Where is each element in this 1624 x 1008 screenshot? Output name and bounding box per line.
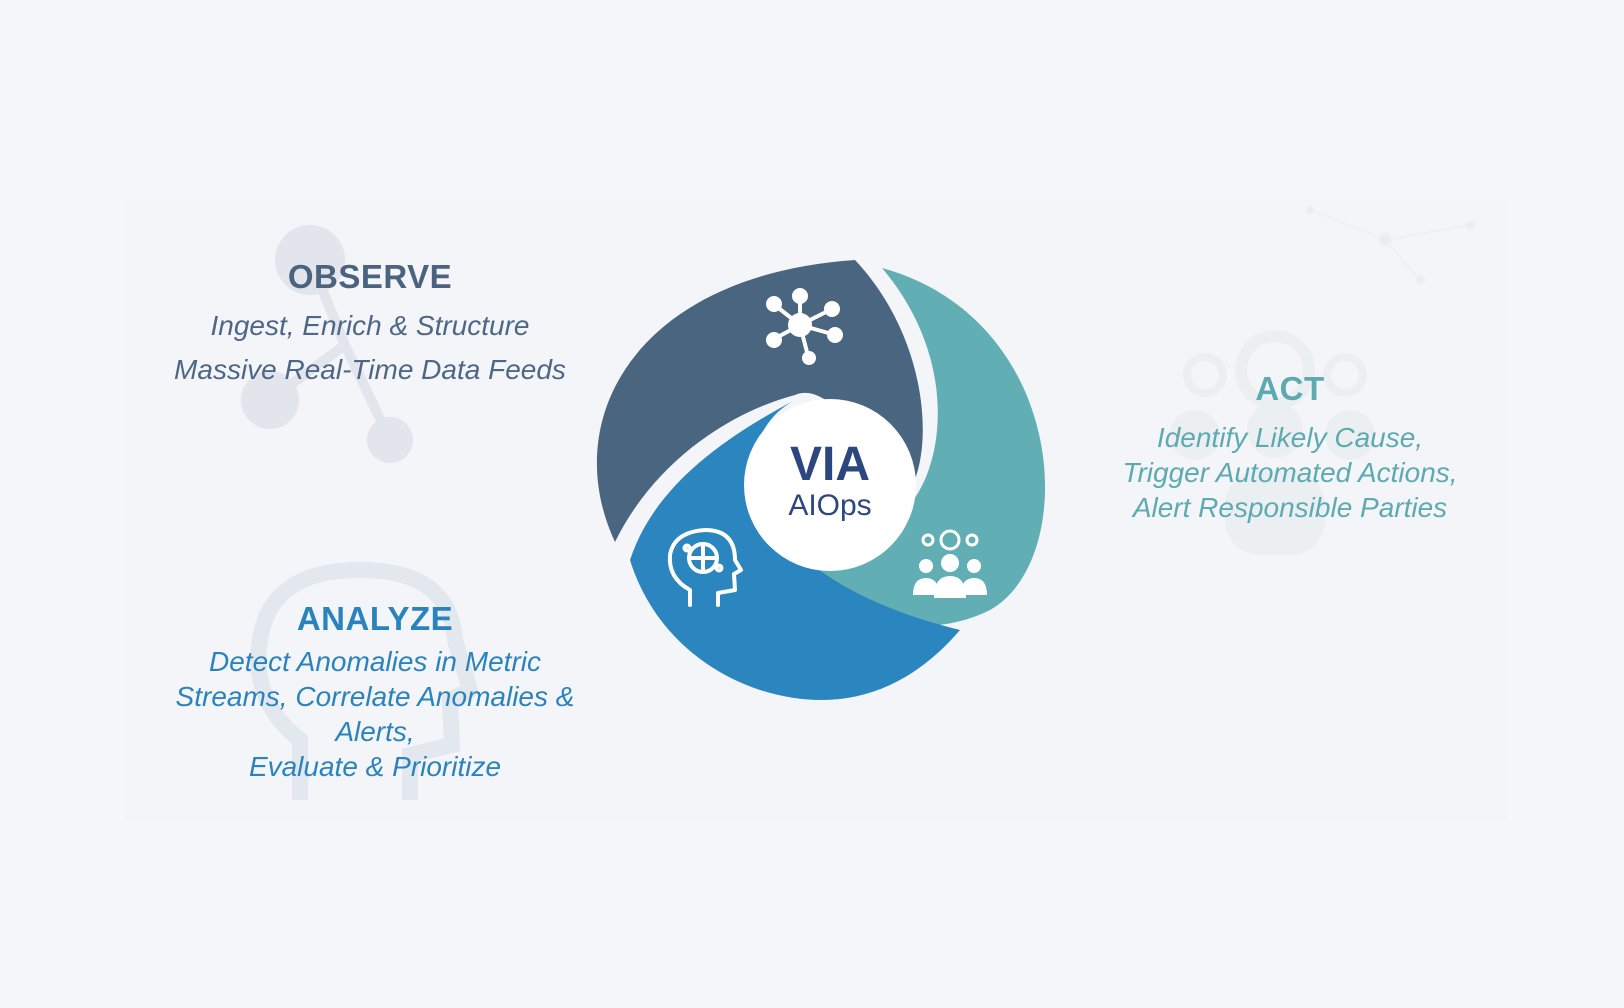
center-product: AIOps	[788, 489, 871, 522]
act-block: ACT Identify Likely Cause, Trigger Autom…	[1090, 370, 1490, 525]
team-watermark-icon	[1170, 330, 1375, 555]
observe-block: OBSERVE Ingest, Enrich & Structure Massi…	[150, 258, 590, 392]
team-gears-icon	[913, 529, 987, 598]
act-line-2: Trigger Automated Actions,	[1122, 457, 1458, 488]
act-line-3: Alert Responsible Parties	[1132, 492, 1448, 523]
center-brand: VIA	[790, 438, 870, 491]
analyze-line-1: Detect Anomalies in Metric	[209, 646, 541, 677]
center-hub	[744, 399, 916, 571]
act-title: ACT	[1255, 370, 1325, 407]
analyze-line-3: Alerts,	[335, 716, 415, 747]
head-watermark-icon	[250, 561, 480, 800]
analyze-block: ANALYZE Detect Anomalies in Metric Strea…	[150, 600, 600, 784]
analyze-title: ANALYZE	[296, 600, 454, 637]
act-line-1: Identify Likely Cause,	[1156, 422, 1424, 453]
constellation-watermark-icon	[1305, 205, 1475, 285]
analyze-line-4: Evaluate & Prioritize	[248, 751, 502, 782]
analyze-line-2: Streams, Correlate Anomalies &	[175, 681, 575, 712]
network-watermark-icon	[241, 225, 413, 463]
network-icon	[766, 288, 843, 365]
observe-line-2: Massive Real-Time Data Feeds	[174, 354, 566, 385]
act-segment	[780, 268, 1046, 626]
observe-line-1: Ingest, Enrich & Structure	[210, 310, 530, 341]
ai-head-icon	[667, 528, 743, 607]
observe-title: OBSERVE	[287, 258, 453, 295]
